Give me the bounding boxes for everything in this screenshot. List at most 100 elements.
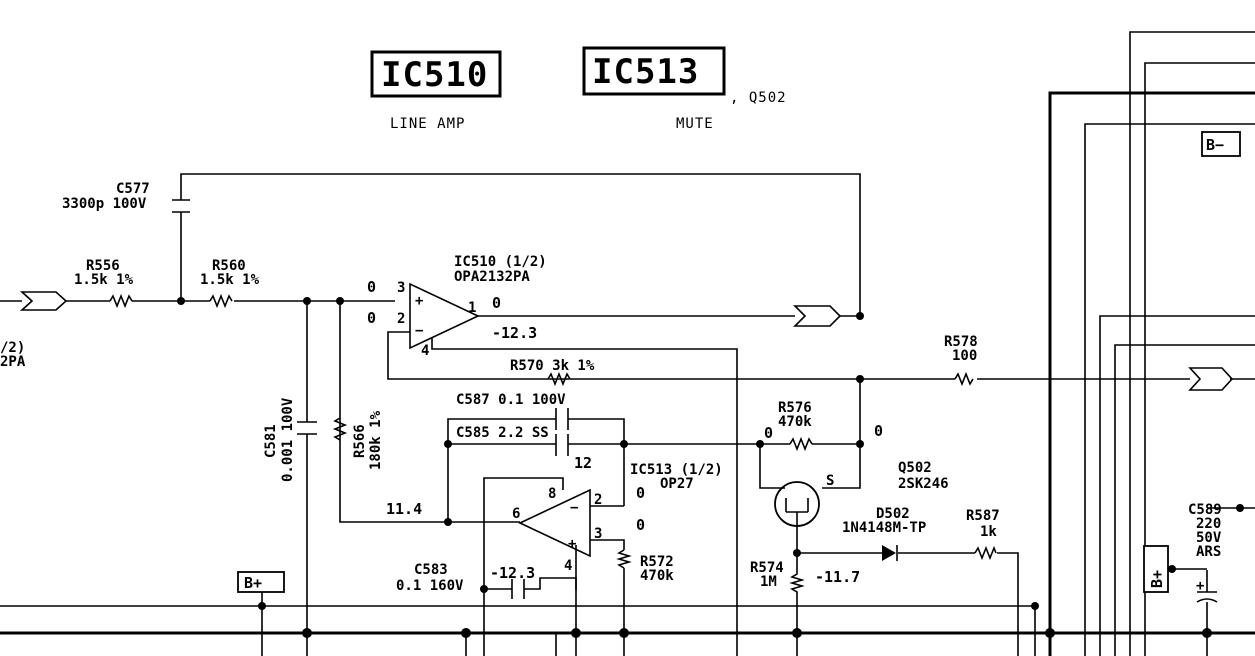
- junction-dot: [856, 312, 864, 320]
- junction-dot: [1168, 565, 1176, 573]
- c589-v1: 220: [1196, 516, 1221, 532]
- ic510-plus: +: [415, 293, 423, 309]
- c583-capacitor: [511, 579, 525, 599]
- ic513-caption: MUTE: [676, 116, 714, 132]
- c577-wire: [180, 173, 861, 314]
- junction-dot: [461, 628, 471, 638]
- r576-resistor: [789, 436, 813, 452]
- r570-label: R570 3k 1%: [510, 358, 595, 374]
- r587-resistor: [974, 545, 997, 561]
- c583-value: 0.1 160V: [396, 578, 464, 594]
- d502-wire: [797, 552, 1019, 656]
- v-r574-neg: -11.7: [815, 568, 860, 586]
- r572-resistor: [616, 549, 632, 569]
- junction-dot: [571, 628, 581, 638]
- r574-value: 1M: [760, 574, 777, 590]
- out-connector: [793, 305, 842, 327]
- v-c583-neg: -12.3: [490, 564, 535, 582]
- r572-name: R572: [640, 554, 674, 570]
- q502-leads: [759, 444, 861, 553]
- ic513-minus: −: [570, 500, 578, 516]
- c583-name: C583: [414, 562, 448, 578]
- c587-wire: [447, 418, 625, 444]
- r576-value: 470k: [778, 414, 812, 430]
- c587-label: C587 0.1 100V: [456, 392, 566, 408]
- input-connector: [19, 291, 68, 311]
- v-ic510-out: 0: [492, 294, 501, 312]
- left-edge-label-1: /2): [0, 340, 25, 356]
- v-ic513-12: 12: [574, 454, 592, 472]
- r560-name: R560: [212, 258, 246, 274]
- v-ic510-in3: 0: [367, 278, 376, 296]
- ic513-pin8: 8: [548, 486, 556, 502]
- ic510-pin1: 1: [468, 300, 476, 316]
- junction-dot: [1236, 504, 1244, 512]
- v-ic510-neg: -12.3: [492, 324, 537, 342]
- q502-pin-s: S: [826, 473, 834, 489]
- r572-value: 470k: [640, 568, 674, 584]
- c587-capacitor: [555, 408, 569, 430]
- r556-resistor: [109, 293, 133, 309]
- ic510-minus: −: [415, 323, 423, 339]
- ic513-pin3: 3: [594, 526, 602, 542]
- ic510-name: IC510 (1/2): [454, 254, 547, 270]
- ic510-caption: LINE AMP: [390, 116, 465, 132]
- r556-value: 1.5k 1%: [74, 272, 134, 288]
- rail-drops: [261, 592, 577, 656]
- ic513-part: OP27: [660, 476, 694, 492]
- ic513-plus: +: [568, 536, 576, 552]
- right-bus-lines: [1084, 31, 1255, 656]
- b-plus-side-box: [1143, 545, 1169, 593]
- ic510-title: IC510: [381, 55, 488, 95]
- c589-v3: ARS: [1196, 544, 1221, 560]
- c581-capacitor: [297, 421, 317, 435]
- ic513-title-box: [582, 46, 726, 96]
- r566-resistor: [332, 417, 348, 441]
- r574-resistor: [789, 553, 805, 656]
- b-plus-rail-label: B+: [244, 574, 262, 592]
- ic510-opamp: [409, 282, 480, 350]
- junction-dot: [1031, 602, 1039, 610]
- c589-plus: +: [1196, 578, 1204, 594]
- c585-capacitor: [555, 434, 569, 456]
- r587-name: R587: [966, 508, 1000, 524]
- r574-name: R574: [750, 560, 784, 576]
- v-ic513-p2: 0: [636, 484, 645, 502]
- c589-v2: 50V: [1196, 530, 1222, 546]
- v-r576-left: 0: [764, 424, 773, 442]
- ic510-title-box: [370, 50, 502, 98]
- r578-name: R578: [944, 334, 978, 350]
- r578-value: 100: [952, 348, 977, 364]
- c581-name: C581: [263, 424, 279, 458]
- rail-wire: [0, 605, 1036, 656]
- r566-value: 180k 1%: [368, 410, 384, 470]
- c583-wire: [484, 577, 577, 632]
- r566-name: R566: [352, 424, 368, 458]
- junction-dot: [480, 585, 488, 593]
- b-plus-rail-box: [237, 571, 285, 593]
- r570-resistor: [547, 371, 571, 387]
- v-ic510-in2: 0: [367, 309, 376, 327]
- b-plus-side-label: B+: [1148, 570, 1166, 588]
- ic510-part: OPA2132PA: [454, 269, 530, 285]
- c577-value: 3300p 100V: [62, 196, 147, 212]
- ic513-pin2: 2: [594, 492, 602, 508]
- r556-name: R556: [86, 258, 120, 274]
- r578-connector: [1188, 367, 1234, 391]
- ic513-opamp: [518, 488, 591, 558]
- r576-name: R576: [778, 400, 812, 416]
- b-minus-rail-label: B−: [1206, 136, 1224, 154]
- v-r576-right: 0: [874, 422, 883, 440]
- r578-resistor: [954, 371, 974, 387]
- q502-name: Q502: [898, 460, 932, 476]
- junction-dot: [619, 628, 629, 638]
- v-ic513-p3: 0: [636, 516, 645, 534]
- ic513-wires: [447, 444, 625, 656]
- c581-value: 0.001 100V: [280, 397, 296, 482]
- q502-part: 2SK246: [898, 476, 949, 492]
- ic513-pin6: 6: [512, 506, 520, 522]
- d502-name: D502: [876, 506, 910, 522]
- c577-capacitor: [172, 199, 190, 213]
- ic510-pin3: 3: [397, 280, 405, 296]
